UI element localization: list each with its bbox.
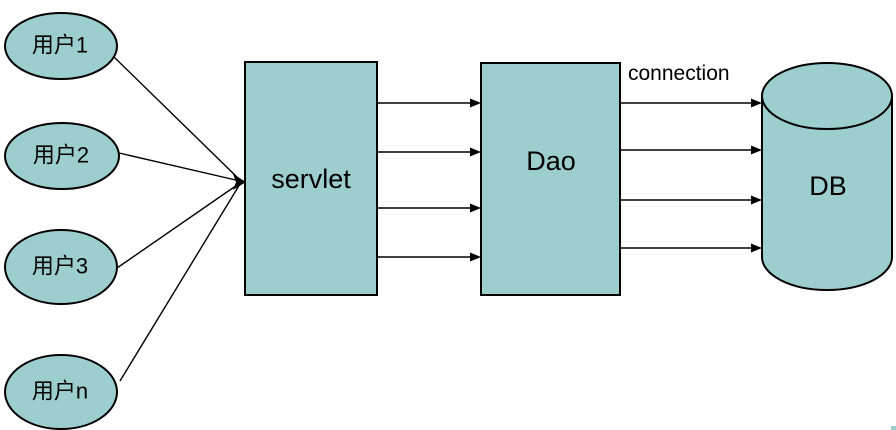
servlet-node: servlet	[244, 61, 378, 296]
servlet-to-dao-arrows	[377, 98, 481, 262]
arrowhead-icon	[751, 243, 762, 253]
dao-node: Dao	[480, 62, 621, 296]
dao-box	[480, 62, 621, 296]
arrowhead-icon	[470, 147, 481, 157]
user2-ellipse	[4, 122, 120, 190]
user1-ellipse	[4, 12, 118, 80]
arrowhead-icon	[751, 195, 762, 205]
arrowhead-icon	[470, 98, 481, 108]
user-nodes: 用户1 用户2 用户3 用户n	[4, 12, 120, 430]
arrowhead-icon	[751, 98, 762, 108]
usern-ellipse	[4, 354, 118, 430]
db-node: DB	[761, 62, 893, 291]
user-to-servlet-edges	[113, 56, 246, 382]
arrowhead-icon	[751, 145, 762, 155]
usern-label: 用户n	[32, 379, 88, 404]
dao-label: Dao	[526, 146, 576, 176]
user3-label: 用户3	[32, 254, 88, 279]
db-cylinder-body	[761, 96, 893, 291]
user3-ellipse	[4, 229, 118, 305]
edge-user2-servlet	[118, 152, 241, 182]
arrowhead-icon	[470, 252, 481, 262]
dao-to-db-arrows	[620, 98, 762, 253]
servlet-label: servlet	[271, 164, 351, 194]
user2-label: 用户2	[33, 143, 89, 168]
db-label: DB	[809, 171, 847, 201]
db-cylinder-top	[761, 62, 893, 130]
servlet-box	[244, 61, 378, 296]
edge-usern-servlet	[119, 183, 241, 382]
edge-user1-servlet	[113, 56, 241, 181]
connection-label: connection	[628, 62, 730, 85]
corner-shape-fragment	[891, 426, 896, 430]
arrowhead-icon	[470, 203, 481, 213]
user1-label: 用户1	[32, 33, 88, 58]
converging-arrowhead-icon	[233, 174, 246, 190]
edge-user3-servlet	[116, 182, 241, 269]
